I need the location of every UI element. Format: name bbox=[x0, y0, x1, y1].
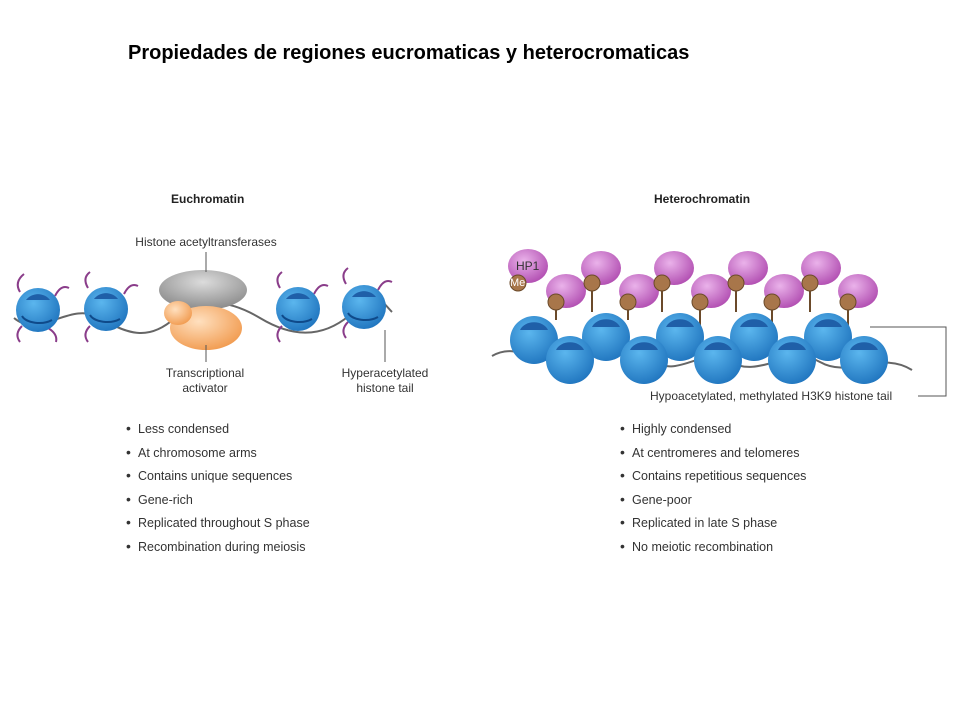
hp1-label: HP1 bbox=[516, 259, 540, 273]
histone-acetyltransferase bbox=[159, 270, 247, 310]
transcriptional-activator-lobe bbox=[164, 301, 192, 325]
list-item: Replicated throughout S phase bbox=[126, 511, 310, 535]
nucleosome bbox=[840, 336, 888, 384]
list-item: Contains repetitious sequences bbox=[620, 464, 806, 488]
list-item: At centromeres and telomeres bbox=[620, 441, 806, 465]
euchromatin-illustration bbox=[13, 252, 393, 362]
list-item: Recombination during meiosis bbox=[126, 535, 310, 559]
list-item: Replicated in late S phase bbox=[620, 511, 806, 535]
nucleosome bbox=[694, 336, 742, 384]
nucleosome bbox=[582, 313, 630, 361]
activator-label-line1: Transcriptional bbox=[165, 366, 245, 380]
nucleosome bbox=[768, 336, 816, 384]
methyl-group bbox=[509, 274, 857, 311]
tail-label-line2: histone tail bbox=[356, 381, 414, 395]
nucleosome bbox=[276, 271, 329, 343]
list-item: Highly condensed bbox=[620, 417, 806, 441]
heterochromatin-illustration bbox=[491, 249, 947, 397]
heterochromatin-title: Heterochromatin bbox=[654, 192, 751, 206]
activator-label: Transcriptional activator bbox=[150, 366, 260, 396]
nucleosome bbox=[730, 313, 778, 361]
acetyltransferases-label: Histone acetyltransferases bbox=[135, 235, 277, 249]
nucleosome bbox=[620, 336, 668, 384]
euchromatin-title: Euchromatin bbox=[171, 192, 245, 206]
list-item: Contains unique sequences bbox=[126, 464, 310, 488]
list-item: Less condensed bbox=[126, 417, 310, 441]
list-item: Gene-poor bbox=[620, 488, 806, 512]
nucleosome bbox=[16, 273, 70, 343]
hyperacetylated-tail-label: Hyperacetylated histone tail bbox=[330, 366, 440, 396]
euchromatin-properties: Less condensed At chromosome arms Contai… bbox=[126, 417, 310, 559]
slide-title: Propiedades de regiones eucromaticas y h… bbox=[128, 42, 690, 64]
nucleosome bbox=[656, 313, 704, 361]
activator-label-line2: activator bbox=[182, 381, 228, 395]
list-item: At chromosome arms bbox=[126, 441, 310, 465]
list-item: No meiotic recombination bbox=[620, 535, 806, 559]
nucleosome bbox=[510, 316, 558, 364]
methyl-label: Me bbox=[510, 277, 526, 289]
nucleosome bbox=[546, 336, 594, 384]
list-item: Gene-rich bbox=[126, 488, 310, 512]
nucleosome bbox=[84, 271, 139, 343]
nucleosome bbox=[804, 313, 852, 361]
nucleosome bbox=[342, 267, 393, 339]
tail-label-line1: Hyperacetylated bbox=[341, 366, 429, 380]
leader-bracket-tail bbox=[870, 326, 947, 397]
hypoacetylated-tail-label: Hypoacetylated, methylated H3K9 histone … bbox=[650, 389, 893, 403]
heterochromatin-properties: Highly condensed At centromeres and telo… bbox=[620, 417, 806, 559]
